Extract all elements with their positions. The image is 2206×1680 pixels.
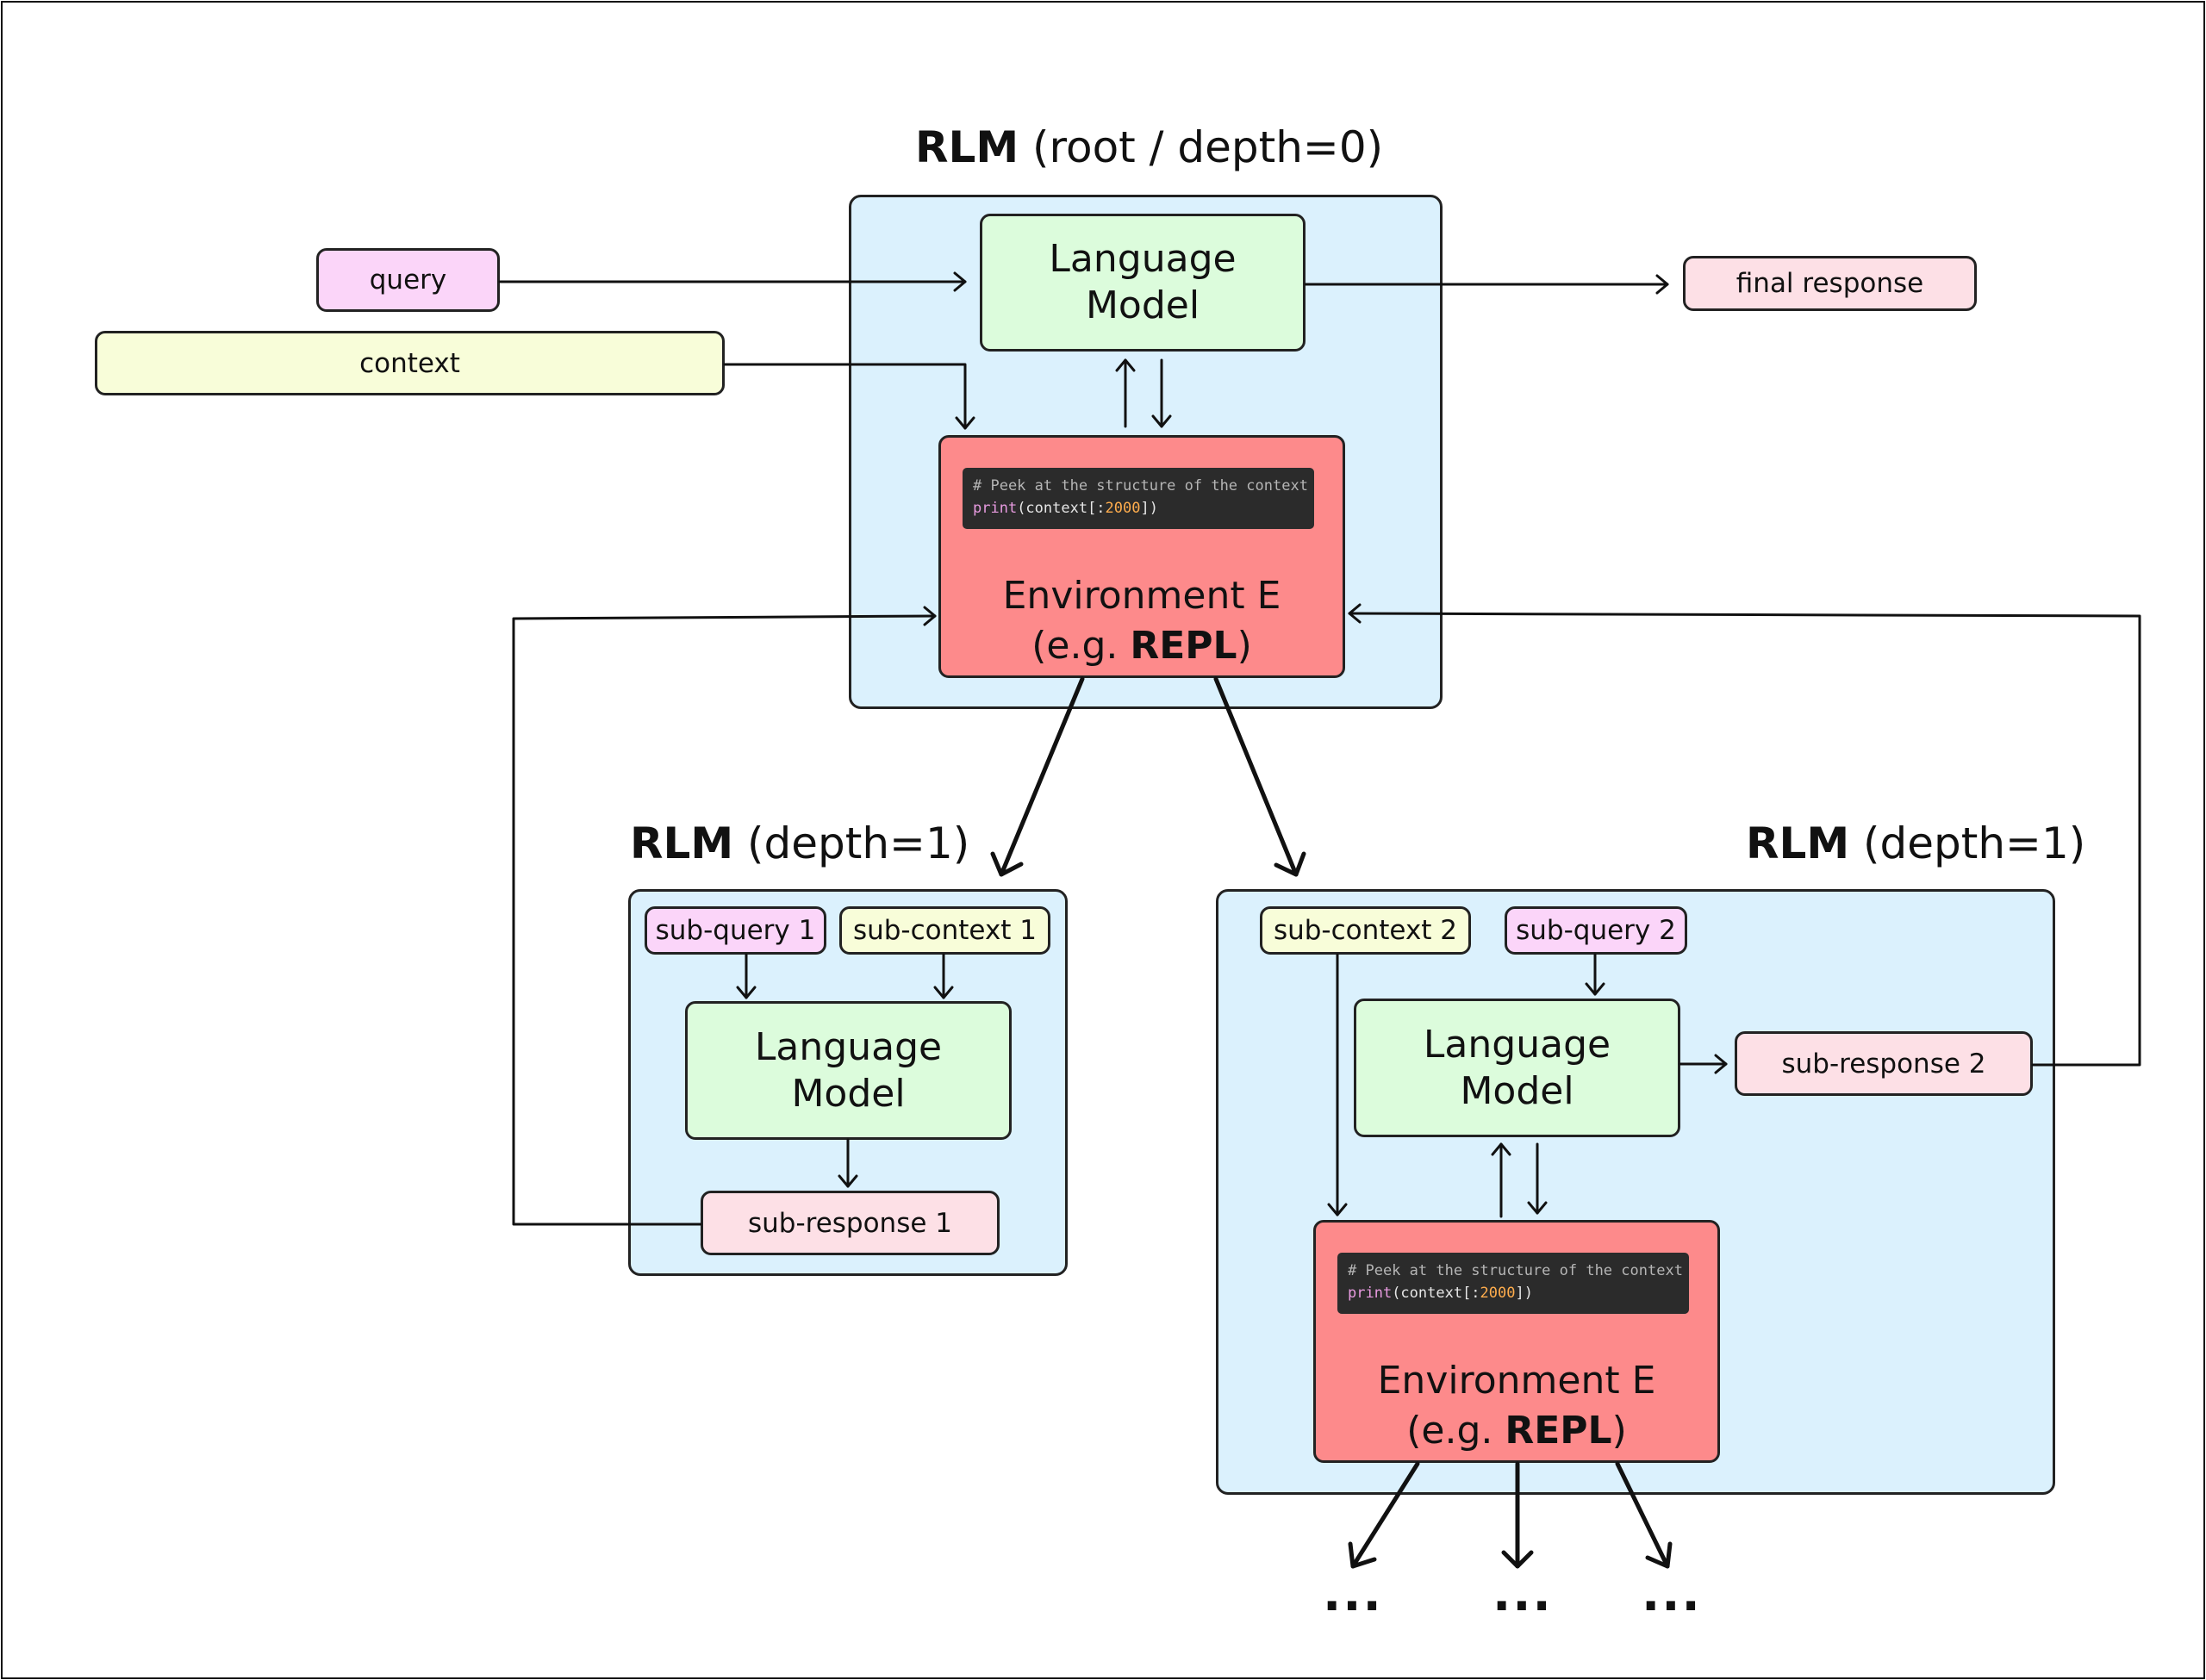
final-response-label: final response (1736, 268, 1924, 299)
child1-sub-response-label: sub-response 1 (747, 1207, 953, 1239)
arrow-child2-env-to-call3 (1615, 1461, 1670, 1569)
arrow-root-env-to-child2 (1213, 676, 1299, 877)
root-code-num: 2000 (1105, 500, 1141, 517)
context-box: context (95, 331, 725, 395)
root-code-arg-pre: (context[: (1017, 500, 1106, 517)
arrowhead-child1-lm-to-subresponse (838, 1174, 858, 1188)
arrow-sub-response2-to-env (1348, 612, 2141, 1067)
ellipsis-3: ... (1642, 1566, 1702, 1622)
child2-title: RLM (depth=1) (1746, 818, 2085, 868)
child2-sub-response-label: sub-response 2 (1781, 1048, 1986, 1080)
child1-lm-line1: Language (754, 1024, 943, 1069)
child2-sub-query-box: sub-query 2 (1505, 906, 1687, 955)
arrowhead-lm-to-env (1151, 414, 1172, 428)
ellipsis-1: ... (1323, 1566, 1383, 1622)
child2-code-arg-pre: (context[: (1392, 1285, 1480, 1302)
root-lm-line1: Language (1049, 237, 1237, 281)
child2-sub-context-box: sub-context 2 (1260, 906, 1471, 955)
root-env-line2-pre: (e.g. (1031, 624, 1131, 668)
child1-title: RLM (depth=1) (630, 818, 969, 868)
arrowhead-child2-lm-to-env (1527, 1201, 1548, 1215)
arrowhead-sub-response2-to-env (1348, 603, 1362, 624)
child2-code-num: 2000 (1480, 1285, 1516, 1302)
root-title: RLM (root / depth=0) (915, 122, 1383, 172)
root-env-line2-bold: REPL (1130, 624, 1237, 668)
arrowhead-child1-subcontext-to-lm (933, 986, 954, 999)
child2-env-line2-bold: REPL (1505, 1409, 1612, 1453)
arrowhead-child2-env-to-call2 (1501, 1550, 1534, 1569)
child2-title-rest: (depth=1) (1849, 818, 2086, 868)
arrow-context-to-env (723, 363, 967, 430)
root-env-line1: Environment E (1002, 574, 1281, 618)
root-environment: # Peek at the structure of the context p… (938, 435, 1345, 678)
child2-env-line2-pre: (e.g. (1406, 1409, 1505, 1453)
child2-env-line1: Environment E (1377, 1359, 1656, 1403)
root-code-comment: # Peek at the structure of the context (973, 477, 1308, 495)
child1-sub-response-box: sub-response 1 (701, 1191, 1000, 1255)
arrowhead-root-env-to-child2 (1274, 851, 1306, 877)
arrow-root-env-to-child1 (999, 676, 1085, 877)
arrowhead-child2-env-to-call3 (1645, 1541, 1673, 1569)
child2-sub-query-label: sub-query 2 (1516, 915, 1676, 946)
child2-code-snippet: # Peek at the structure of the context p… (1337, 1253, 1689, 1314)
context-label: context (359, 347, 460, 379)
child2-code-arg-post: ]) (1515, 1285, 1533, 1302)
arrowhead-child2-subquery-to-lm (1585, 982, 1605, 996)
arrowhead-env-to-lm (1115, 358, 1136, 372)
child2-sub-context-label: sub-context 2 (1273, 915, 1458, 946)
root-lm-line2: Model (1085, 283, 1200, 327)
query-box: query (316, 248, 500, 312)
child2-lm-line1: Language (1423, 1022, 1611, 1067)
root-env-label: Environment E (e.g. REPL) (941, 571, 1343, 671)
child1-sub-query-box: sub-query 1 (645, 906, 826, 955)
arrowhead-query-to-lm (953, 271, 967, 292)
final-response-box: final response (1683, 256, 1977, 311)
child2-title-bold: RLM (1746, 818, 1850, 868)
root-code-snippet: # Peek at the structure of the context p… (963, 468, 1314, 529)
child2-code-comment: # Peek at the structure of the context (1348, 1262, 1683, 1279)
arrowhead-child2-subcontext-to-env (1327, 1203, 1348, 1216)
child1-lm-line2: Model (791, 1071, 906, 1116)
query-label: query (369, 264, 447, 296)
arrowhead-sub-response1-to-env (923, 606, 937, 626)
child1-sub-query-label: sub-query 1 (655, 915, 816, 946)
arrowhead-child2-lm-to-subresponse (1714, 1054, 1728, 1074)
root-code-fn: print (973, 500, 1018, 517)
child1-title-bold: RLM (630, 818, 734, 868)
arrowhead-child2-env-to-call1 (1348, 1541, 1377, 1569)
arrowhead-child2-env-to-lm (1491, 1142, 1511, 1156)
root-code-arg-post: ]) (1140, 500, 1158, 517)
arrow-child2-env-to-call1 (1350, 1461, 1420, 1569)
child2-environment: # Peek at the structure of the context p… (1313, 1220, 1720, 1463)
arrowhead-root-env-to-child1 (990, 851, 1024, 877)
arrowhead-child1-subquery-to-lm (736, 986, 757, 999)
root-title-rest: (root / depth=0) (1019, 122, 1384, 172)
arrowhead-lm-to-final-response (1655, 274, 1669, 295)
child2-env-line2: (e.g. REPL) (1316, 1406, 1717, 1456)
child2-code-fn: print (1348, 1285, 1393, 1302)
child2-sub-response-box: sub-response 2 (1735, 1031, 2033, 1096)
root-title-bold: RLM (915, 122, 1019, 172)
root-env-line2-post: ) (1237, 624, 1252, 668)
child1-sub-context-box: sub-context 1 (839, 906, 1050, 955)
child2-env-label: Environment E (e.g. REPL) (1316, 1356, 1717, 1456)
child1-title-rest: (depth=1) (733, 818, 970, 868)
child2-lm-line2: Model (1460, 1068, 1574, 1113)
ellipsis-2: ... (1492, 1566, 1553, 1622)
child1-sub-context-label: sub-context 1 (852, 915, 1038, 946)
root-env-line2: (e.g. REPL) (941, 621, 1343, 671)
arrow-sub-response1-to-env (512, 614, 937, 1226)
child2-env-line2-post: ) (1611, 1409, 1627, 1453)
arrowhead-context-to-env (955, 416, 975, 430)
